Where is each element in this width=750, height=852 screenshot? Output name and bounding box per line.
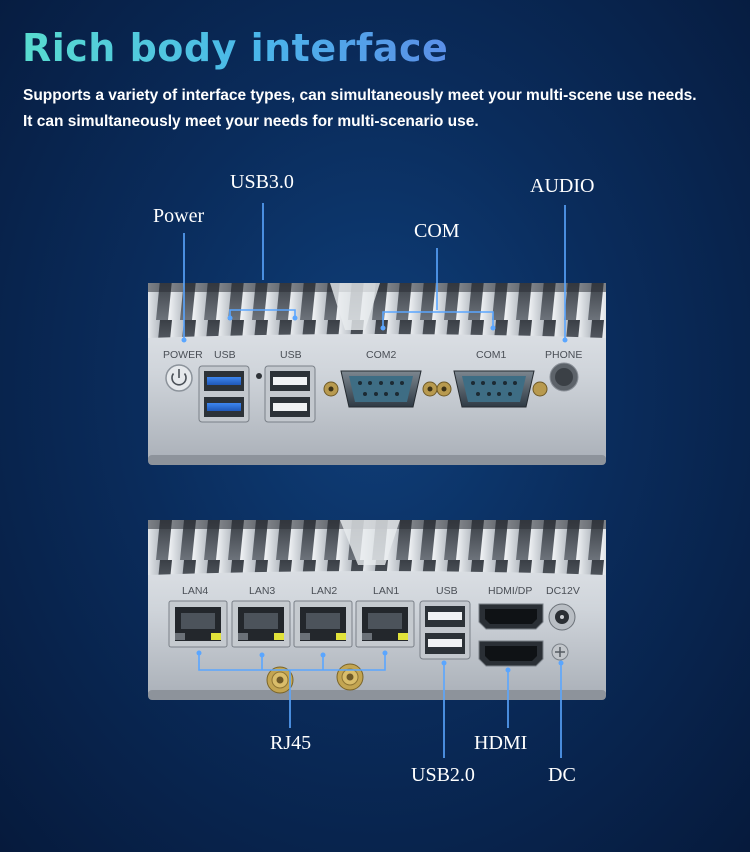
front-label-power: POWER	[163, 349, 203, 361]
rear-label-dc12v: DC12V	[546, 585, 580, 597]
callout-power: Power	[153, 205, 205, 227]
rear-label-lan1: LAN1	[373, 585, 399, 597]
lan-ports-icon	[168, 600, 415, 648]
callout-audio: AUDIO	[530, 175, 595, 197]
rear-leader-lines	[198, 652, 562, 758]
rear-unit: LAN4 LAN3 LAN2 LAN1 USB HDMI/DP DC12V	[148, 520, 606, 700]
front-label-usb-right: USB	[280, 349, 302, 361]
power-button-icon	[165, 364, 193, 392]
rear-label-lan4: LAN4	[182, 585, 208, 597]
rear-label-lan3: LAN3	[249, 585, 275, 597]
antenna-connectors-icon	[266, 663, 364, 694]
rear-label-usb: USB	[436, 585, 458, 597]
usb-ports-icon	[264, 365, 316, 423]
audio-jack-icon	[549, 362, 579, 392]
callout-com: COM	[414, 220, 460, 242]
front-label-com2: COM2	[366, 349, 396, 361]
subtitle-line-1: Supports a variety of interface types, c…	[23, 87, 697, 104]
front-label-phone: PHONE	[545, 349, 582, 361]
rear-usb-ports-icon	[419, 600, 471, 660]
dc-jack-icon	[548, 603, 576, 661]
subtitle-line-2: It can simultaneously meet your needs fo…	[23, 113, 479, 130]
front-unit: POWER USB USB COM2 COM1 PHONE	[148, 283, 606, 465]
usb3-ports-icon	[198, 365, 250, 423]
callout-rj45: RJ45	[270, 732, 312, 754]
com2-port-icon	[323, 370, 438, 408]
front-label-com1: COM1	[476, 349, 506, 361]
rear-label-hdmi-dp: HDMI/DP	[488, 585, 532, 597]
callout-hdmi: HDMI	[474, 732, 528, 754]
rear-label-lan2: LAN2	[311, 585, 337, 597]
front-label-usb-left: USB	[214, 349, 236, 361]
com1-port-icon	[436, 370, 548, 408]
callout-usb30: USB3.0	[230, 171, 294, 193]
front-leader-lines	[183, 203, 566, 338]
page-title: Rich body interface	[22, 26, 449, 70]
callout-usb20: USB2.0	[411, 764, 475, 786]
hdmi-ports-icon	[478, 603, 544, 667]
callout-dc: DC	[548, 764, 576, 786]
